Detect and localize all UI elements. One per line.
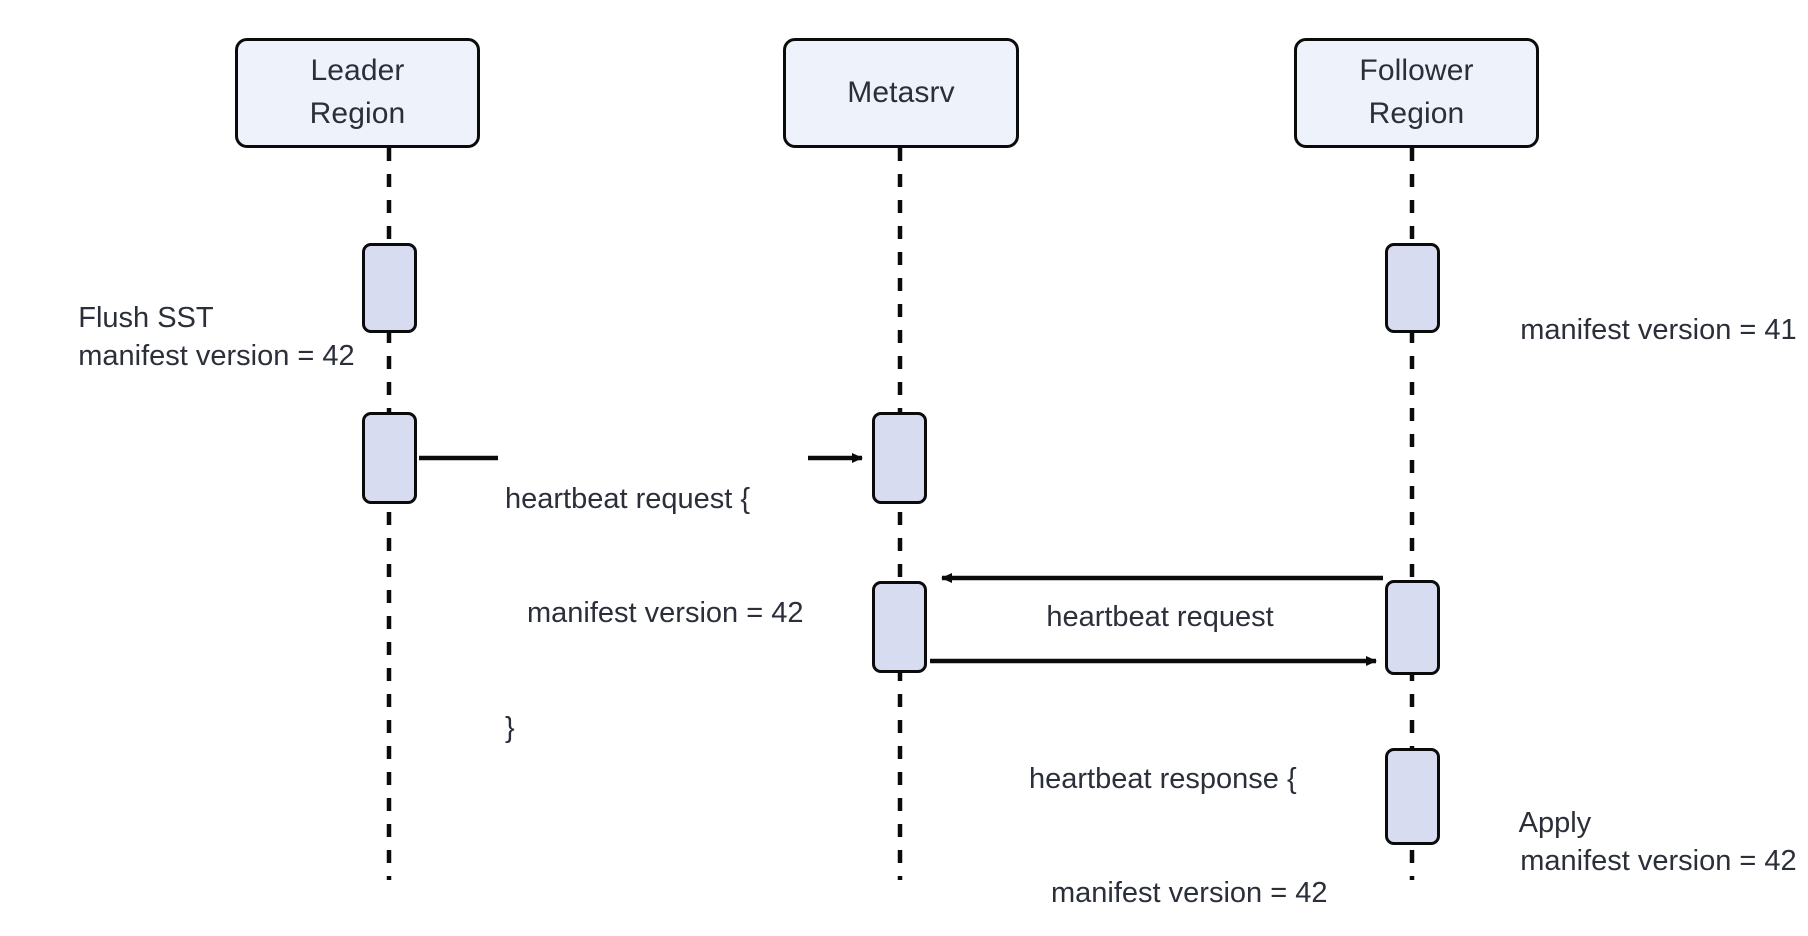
activation-follower-apply (1385, 748, 1440, 845)
note-apply-line2: manifest version = 42 (1520, 845, 1797, 878)
participant-label-follower-line1: Follower (1359, 54, 1474, 88)
participant-label-follower-line2: Region (1368, 97, 1465, 130)
participant-box-metasrv[interactable]: Metasrv (783, 38, 1019, 148)
message-label-heartbeat-request-leader-line1: heartbeat request { (505, 482, 751, 515)
participant-label-leader-line2: Region (309, 97, 406, 130)
participant-label-leader-line1: Leader (310, 54, 405, 88)
message-label-heartbeat-response: heartbeat response { manifest version = … (1029, 683, 1369, 936)
activation-follower-heartbeat (1385, 580, 1440, 675)
participant-box-follower[interactable]: Follower Region (1294, 38, 1539, 148)
note-apply-manifest-version: Apply manifest version = 42 (1488, 765, 1797, 919)
message-label-heartbeat-request-follower: heartbeat request (1035, 521, 1285, 712)
activation-leader-flush (362, 243, 417, 333)
participant-label-metasrv-line1: Metasrv (847, 75, 955, 109)
message-label-heartbeat-request-follower-line1: heartbeat request (1046, 600, 1274, 633)
message-label-heartbeat-request-leader-line3: } (505, 712, 515, 745)
message-label-heartbeat-request-leader-line2: manifest version = 42 (527, 597, 804, 630)
note-flush-sst: Flush SST manifest version = 42 (46, 260, 376, 414)
note-follower-manifest-version: manifest version = 41 (1488, 272, 1796, 388)
note-follower-manifest-version-line1: manifest version = 41 (1520, 313, 1797, 346)
note-apply-line1: Apply (1518, 806, 1592, 839)
activation-metasrv-receive-leader-heartbeat (872, 412, 927, 504)
note-flush-sst-line1: Flush SST (78, 301, 214, 334)
message-label-heartbeat-request-leader: heartbeat request { manifest version = 4… (505, 403, 805, 824)
message-label-heartbeat-response-line2: manifest version = 42 (1051, 877, 1328, 910)
activation-metasrv-handle-follower-heartbeat (872, 581, 927, 673)
note-flush-sst-line2: manifest version = 42 (78, 340, 355, 373)
activation-follower-initial (1385, 243, 1440, 333)
message-label-heartbeat-response-line1: heartbeat response { (1029, 762, 1297, 795)
participant-box-leader[interactable]: Leader Region (235, 38, 480, 148)
activation-leader-heartbeat (362, 412, 417, 504)
